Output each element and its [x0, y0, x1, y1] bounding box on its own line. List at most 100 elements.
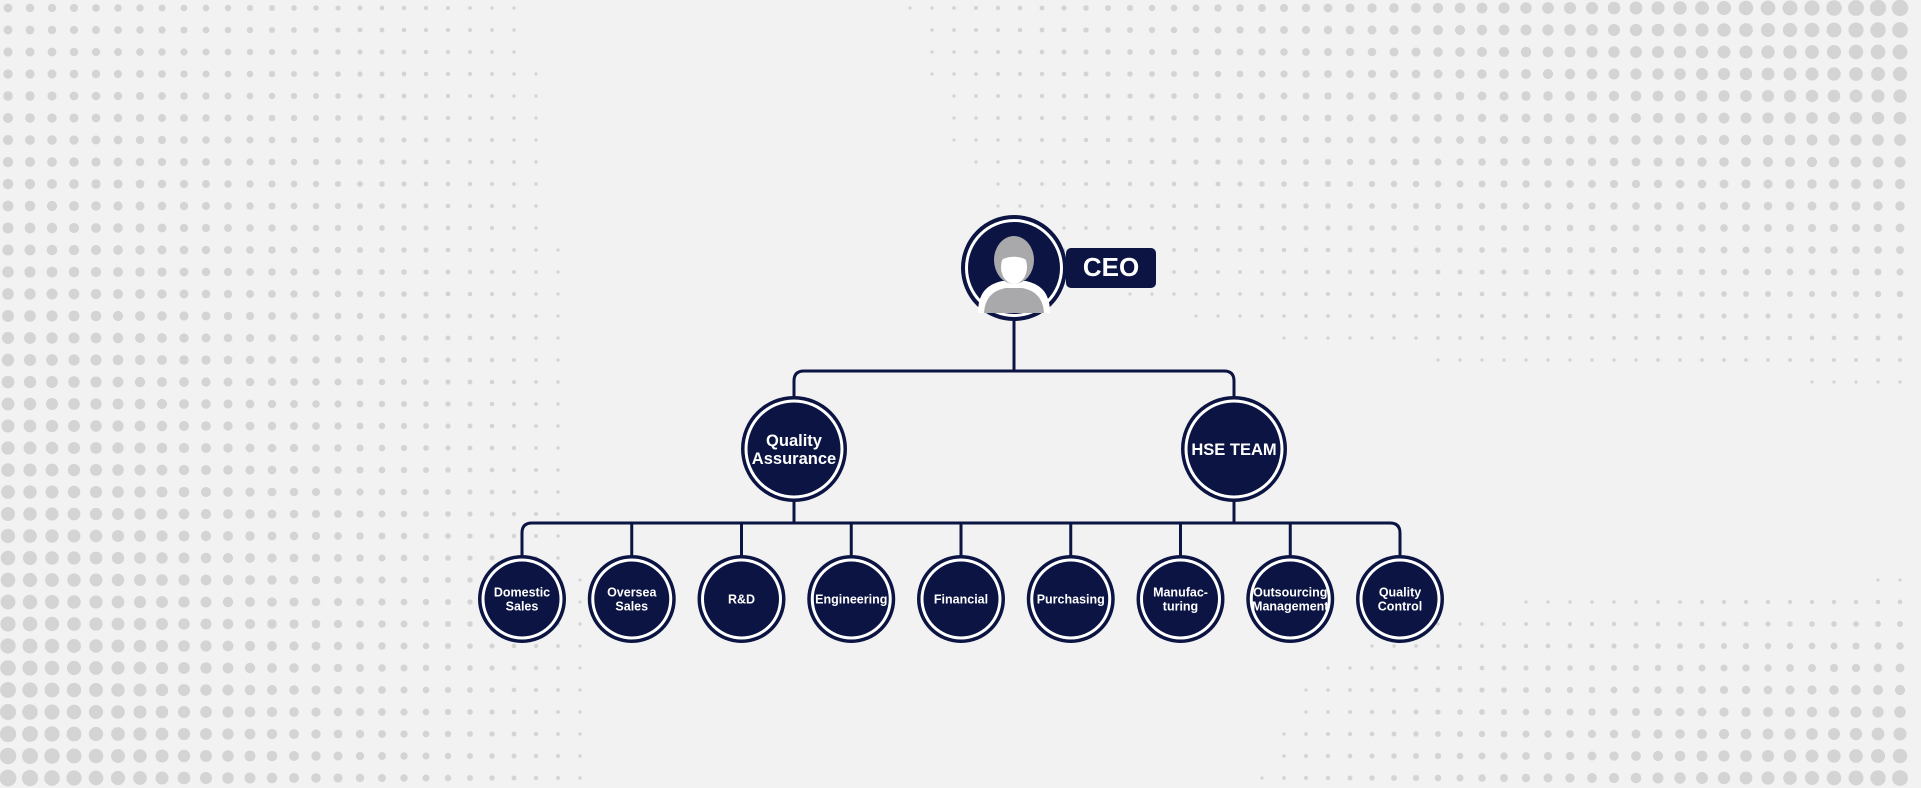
- halftone-dot: [267, 421, 277, 431]
- halftone-dot: [1127, 159, 1133, 165]
- halftone-dot: [995, 5, 1001, 11]
- halftone-dot: [1721, 621, 1727, 627]
- halftone-dot: [1783, 89, 1797, 103]
- halftone-dot: [2, 288, 14, 300]
- halftone-dot: [1347, 247, 1353, 253]
- halftone-dot: [556, 446, 560, 450]
- halftone-dot: [1127, 203, 1133, 209]
- halftone-dot: [290, 312, 298, 320]
- halftone-dot: [68, 288, 80, 300]
- halftone-dot: [1304, 754, 1308, 758]
- halftone-dot: [110, 770, 126, 786]
- halftone-dot: [1567, 291, 1573, 297]
- halftone-dot: [1565, 113, 1575, 123]
- halftone-dot: [1325, 269, 1331, 275]
- halftone-dot: [379, 27, 385, 33]
- halftone-dot: [512, 182, 516, 186]
- halftone-dot: [1346, 158, 1354, 166]
- halftone-dot: [1631, 179, 1641, 189]
- halftone-dot: [1784, 728, 1796, 740]
- halftone-dot: [335, 5, 341, 11]
- halftone-dot: [1677, 313, 1683, 319]
- halftone-dot: [1719, 707, 1729, 717]
- halftone-dot: [1500, 224, 1508, 232]
- halftone-dot: [268, 48, 276, 56]
- halftone-dot: [22, 704, 38, 720]
- halftone-dot: [1018, 160, 1022, 164]
- halftone-dot: [311, 575, 321, 585]
- halftone-dot: [1370, 644, 1374, 648]
- halftone-dot: [1018, 204, 1022, 208]
- halftone-dot: [1611, 621, 1617, 627]
- halftone-dot: [112, 486, 124, 498]
- halftone-dot: [157, 179, 167, 189]
- halftone-dot: [88, 726, 104, 742]
- halftone-dot: [1677, 643, 1683, 649]
- halftone-dot: [1652, 90, 1664, 102]
- halftone-dot: [201, 355, 211, 365]
- halftone-dot: [246, 92, 254, 100]
- halftone-dot: [45, 573, 59, 587]
- halftone-dot: [135, 179, 145, 189]
- halftone-dot: [1522, 708, 1530, 716]
- halftone-dot: [1347, 291, 1353, 297]
- halftone-dot: [1744, 358, 1748, 362]
- halftone-dot: [1324, 70, 1332, 78]
- halftone-dot: [489, 731, 495, 737]
- halftone-dot: [1871, 111, 1885, 125]
- halftone-dot: [378, 378, 386, 386]
- halftone-dot: [156, 486, 168, 498]
- halftone-dot: [355, 663, 365, 673]
- halftone-dot: [1720, 224, 1728, 232]
- halftone-dot: [179, 223, 189, 233]
- halftone-dot: [66, 682, 82, 698]
- halftone-dot: [1695, 1, 1709, 15]
- halftone-dot: [1017, 49, 1023, 55]
- halftone-dot: [1784, 706, 1796, 718]
- halftone-dot: [401, 49, 407, 55]
- halftone-dot: [1783, 45, 1797, 59]
- node-label: R&D: [728, 593, 755, 607]
- halftone-dot: [356, 400, 364, 408]
- halftone-dot: [490, 72, 494, 76]
- halftone-dot: [91, 91, 101, 101]
- halftone-dot: [974, 72, 978, 76]
- halftone-dot: [1612, 600, 1616, 604]
- halftone-dot: [952, 94, 956, 98]
- halftone-dot: [489, 379, 495, 385]
- halftone-dot: [1696, 772, 1708, 784]
- node-inner-circle: [1033, 561, 1109, 637]
- halftone-dot: [423, 5, 429, 11]
- halftone-dot: [335, 93, 341, 99]
- halftone-dot: [1476, 2, 1488, 14]
- halftone-dot: [1170, 4, 1178, 12]
- halftone-dot: [1893, 89, 1907, 103]
- halftone-dot: [1871, 67, 1885, 81]
- halftone-dot: [245, 509, 255, 519]
- halftone-dot: [1738, 0, 1754, 16]
- halftone-dot: [401, 93, 407, 99]
- halftone-dot: [1588, 686, 1596, 694]
- halftone-dot: [200, 486, 212, 498]
- halftone-dot: [201, 443, 211, 453]
- halftone-dot: [1413, 225, 1419, 231]
- halftone-dot: [356, 290, 364, 298]
- halftone-dot: [1563, 1, 1577, 15]
- halftone-dot: [68, 266, 80, 278]
- halftone-dot: [113, 135, 123, 145]
- halftone-dot: [356, 620, 364, 628]
- halftone-dot: [267, 509, 277, 519]
- halftone-dot: [1039, 27, 1045, 33]
- halftone-dot: [333, 729, 343, 739]
- halftone-dot: [1896, 620, 1904, 628]
- halftone-dot: [423, 445, 429, 451]
- halftone-dot: [511, 335, 517, 341]
- halftone-dot: [69, 47, 79, 57]
- halftone-dot: [333, 619, 343, 629]
- halftone-dot: [1653, 135, 1663, 145]
- halftone-dot: [1674, 68, 1686, 80]
- halftone-dot: [996, 138, 1000, 142]
- halftone-dot: [1346, 70, 1354, 78]
- halftone-dot: [1566, 180, 1574, 188]
- halftone-dot: [114, 48, 122, 56]
